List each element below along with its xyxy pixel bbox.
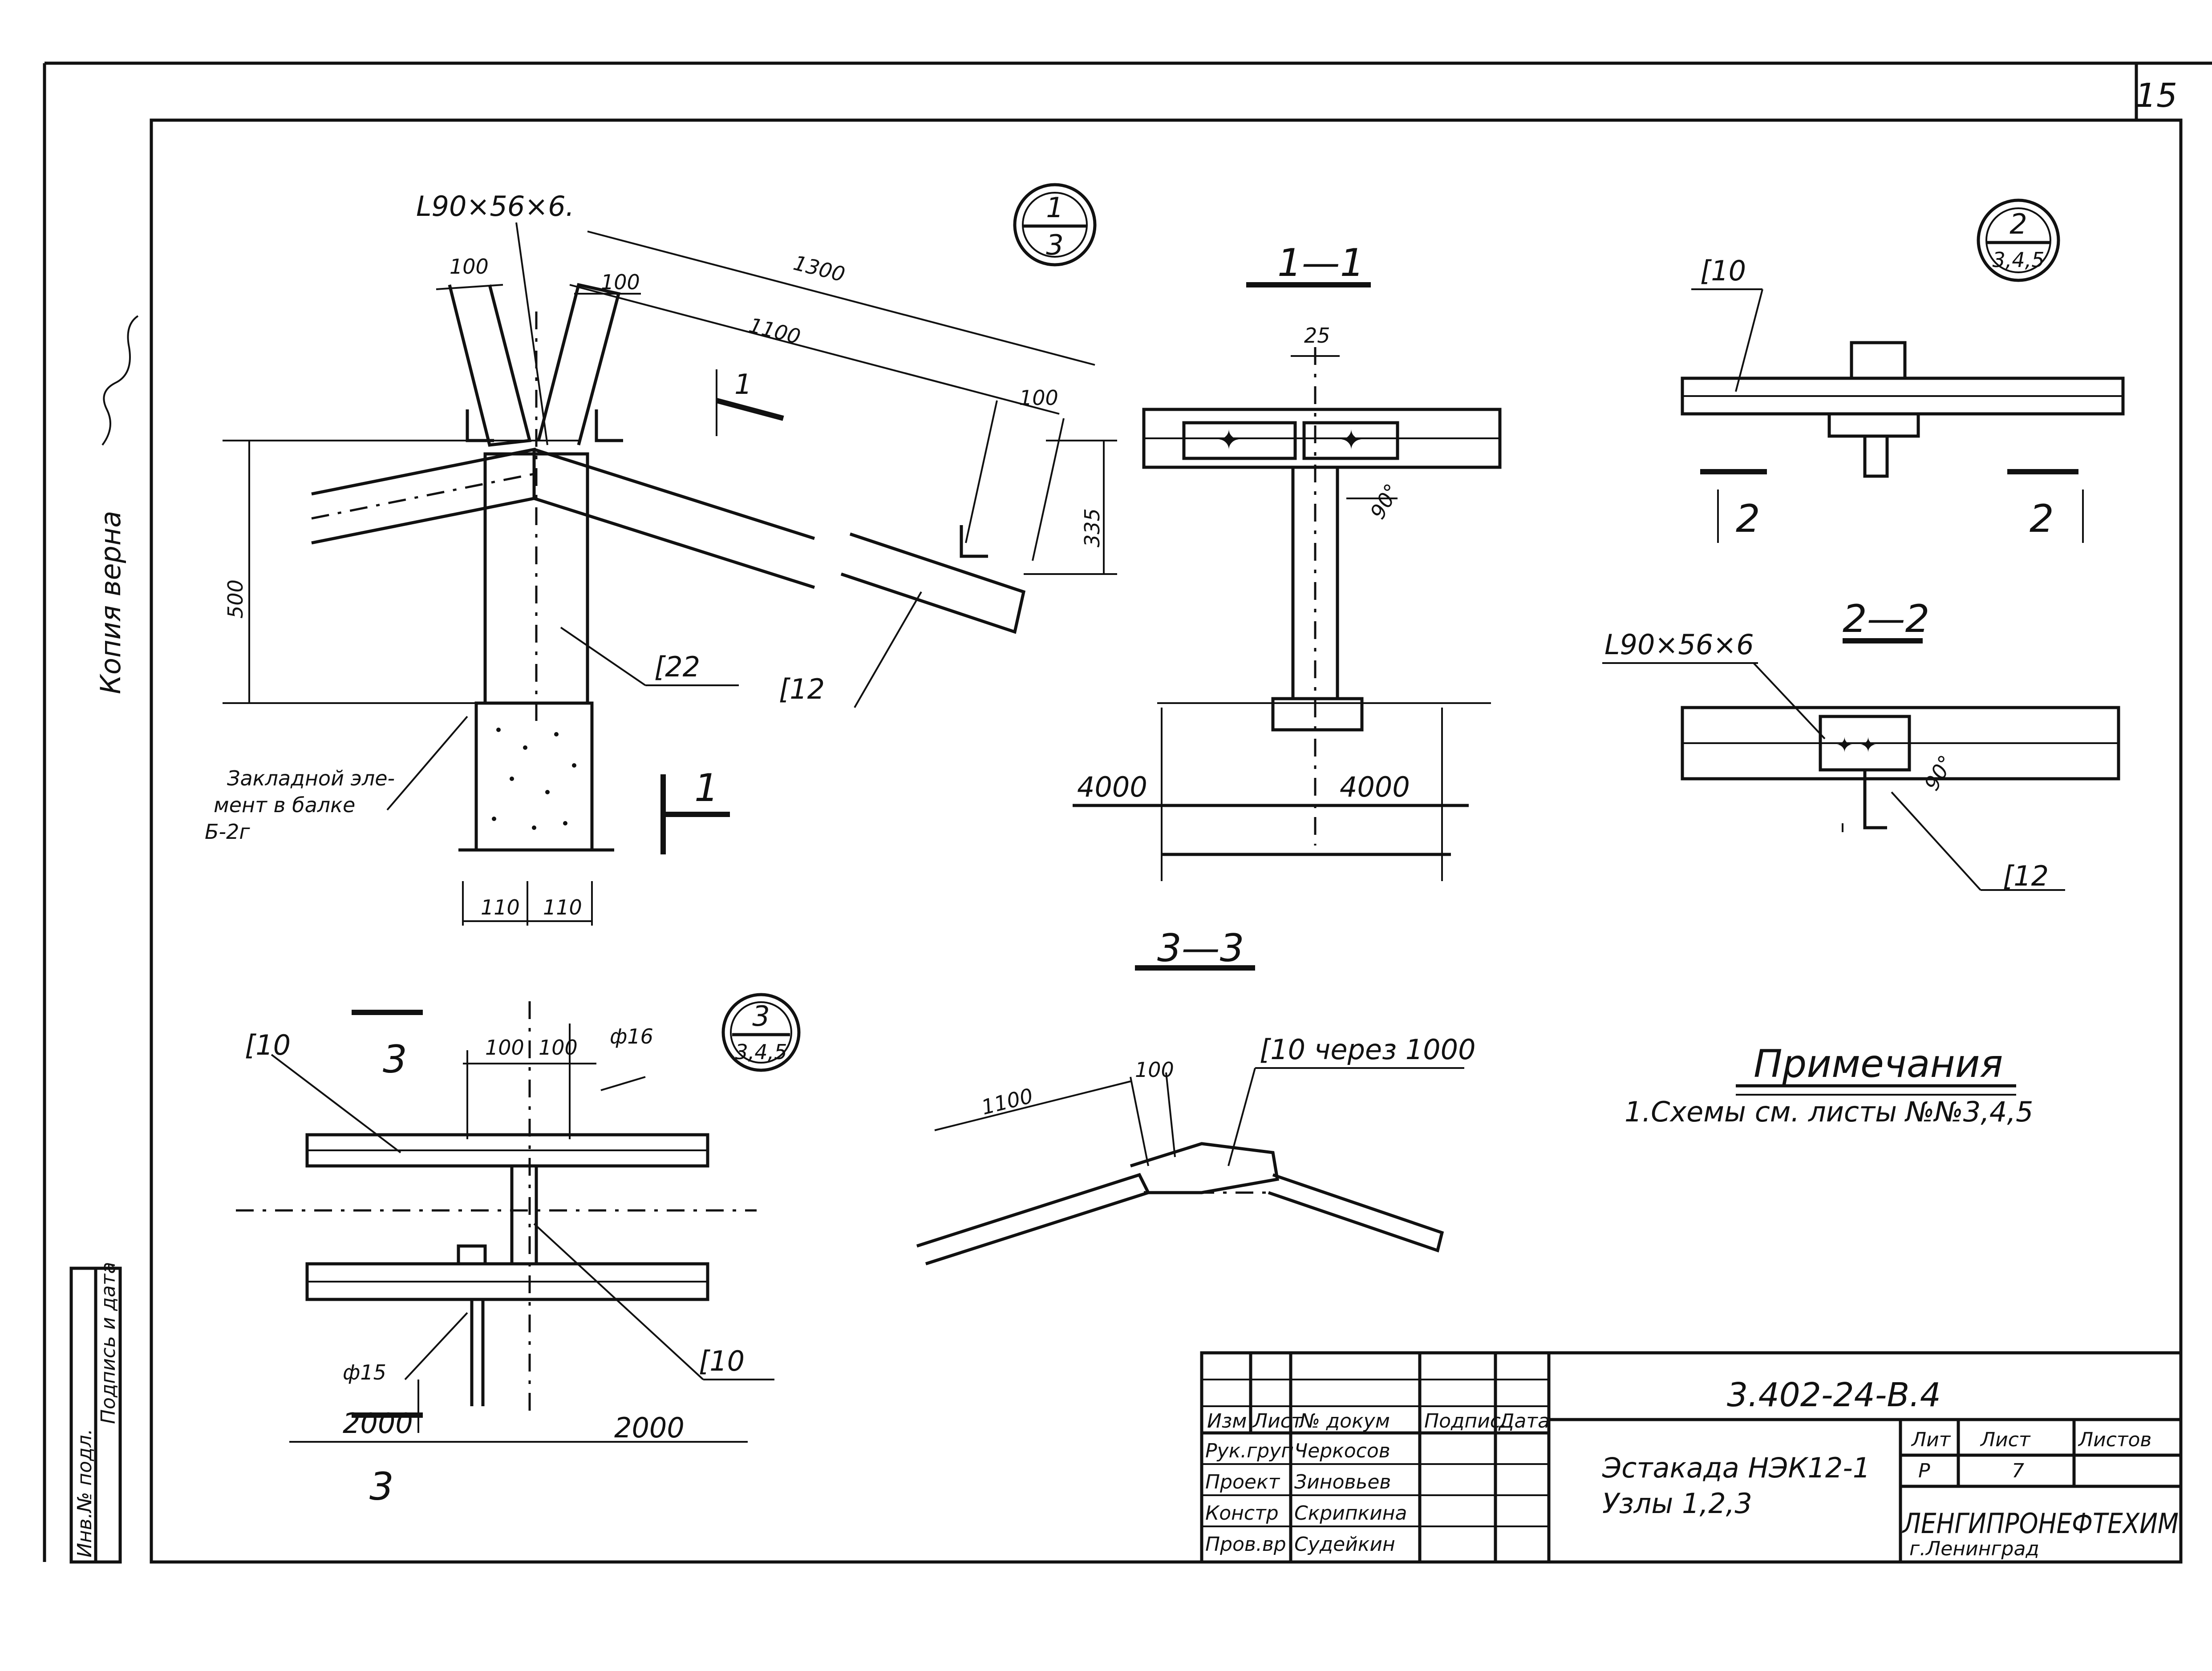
node-3-c10-bottom-label: [10	[699, 1345, 745, 1377]
stamp-org-line2: г.Ленинград	[1909, 1537, 2039, 1560]
node-3-ref-circle: 3 3,4,5	[721, 993, 801, 1072]
section-2-2-title: 2—2	[1843, 597, 1929, 641]
stamp-col-izm: Изм	[1207, 1410, 1247, 1432]
node-3-dim-2000-right: 2000	[614, 1412, 685, 1444]
side-stamp: Инв.№ подл. Подпись и дата	[69, 1262, 122, 1564]
node-1-angle-label: L90×56×6.	[416, 190, 574, 223]
node-1-c12-label: [12	[779, 673, 825, 705]
stamp-title-line2: Узлы 1,2,3	[1602, 1487, 1752, 1520]
node-3-cut-mark-lower: 3	[369, 1465, 394, 1509]
section-3-3-dim-1100: 1100	[979, 1084, 1036, 1120]
section-1-1-dim-4000-right: 4000	[1340, 771, 1410, 803]
section-3-3-title: 3—3	[1157, 926, 1244, 971]
section-3-3-c10-every: [10 через 1000	[1260, 1033, 1476, 1066]
notes-heading: Примечания	[1754, 1042, 2003, 1086]
node-1-ref-bottom: 3	[1046, 229, 1063, 261]
stamp-role-1: Рук.груп	[1205, 1440, 1294, 1462]
section-2-2-drawing: ✦ ✦	[1602, 638, 2120, 891]
section-1-1-angle: 90°	[1365, 480, 1405, 523]
node-3-ref-bottom: 3,4,5	[735, 1040, 787, 1064]
stamp-title-line1: Эстакада НЭК12-1	[1602, 1452, 1870, 1484]
node-3-dim-100-b: 100	[539, 1036, 578, 1060]
stamp-lists-label: Листов	[2078, 1428, 2151, 1451]
section-1-1-title: 1—1	[1277, 241, 1364, 285]
section-2-2-angle: 90°	[1920, 751, 1959, 795]
side-stamp-sign: Подпись и дата	[97, 1262, 120, 1424]
section-3-3-dim-100: 100	[1135, 1058, 1174, 1082]
section-2-2-c12-label: [12	[2003, 860, 2049, 892]
node-3-c10-top-label: [10	[245, 1029, 291, 1061]
node-1-dim-100-left: 100	[450, 255, 489, 279]
stamp-name-4: Судейкин	[1294, 1533, 1395, 1556]
stamp-list-label: Лист	[1980, 1428, 2031, 1451]
stamp-name-2: Зиновьев	[1294, 1471, 1391, 1493]
node-2-drawing: 2 3,4,5	[1681, 198, 2125, 543]
bolt-symbol: ✦	[1217, 424, 1240, 456]
node-3-dim-100-a: 100	[485, 1036, 524, 1060]
node-2-c10-label: [10	[1700, 255, 1746, 287]
node-3-drawing: 3 3,4,5	[236, 993, 801, 1443]
node-3-dim-2000-left: 2000	[343, 1407, 413, 1440]
node-1-ref-top: 1	[1046, 191, 1063, 224]
node-1-embed-line1: Закладной эле-	[227, 766, 395, 790]
notes-item-1: 1.Схемы см. листы №№3,4,5	[1625, 1096, 2034, 1128]
title-stamp	[1200, 1351, 2183, 1564]
concrete-hatch	[492, 728, 576, 830]
node-1-dim-1100: 1100	[746, 313, 803, 349]
section-1-1-dim-25: 25	[1304, 324, 1330, 348]
stamp-col-sign: Подпис.	[1424, 1410, 1507, 1432]
node-1-dim-110-b: 110	[543, 895, 582, 919]
node-1-dim-100-end: 100	[1019, 386, 1058, 410]
node-1-cut-mark-lower: 1	[694, 766, 719, 810]
stamp-col-doc: № докум	[1298, 1410, 1390, 1432]
node-1-drawing: 1 3	[223, 183, 1117, 926]
bolt-symbol: ✦ ✦	[1836, 733, 1877, 757]
node-1-embed-line3: Б-2г	[205, 820, 250, 844]
node-2-ref-bottom: 3,4,5	[1992, 248, 2044, 272]
stamp-col-date: Дата	[1498, 1410, 1550, 1432]
node-1-dim-100-right: 100	[601, 270, 640, 294]
stamp-name-3: Скрипкина	[1294, 1502, 1407, 1525]
stamp-lit-value: Р	[1918, 1460, 1930, 1482]
node-1-dim-335: 335	[1080, 508, 1104, 547]
node-2-cut-mark-right: 2	[2030, 497, 2054, 541]
node-1-embed-line2: мент в балке	[214, 793, 355, 817]
stamp-role-2: Проект	[1205, 1471, 1280, 1493]
sheet-frame: 15	[43, 61, 2212, 1564]
bolt-symbol: ✦	[1340, 424, 1363, 456]
section-3-3-drawing	[916, 965, 1464, 1266]
node-1-ref-circle: 1 3	[1013, 183, 1097, 267]
node-2-ref-circle: 2 3,4,5	[1977, 198, 2060, 282]
node-1-dim-1300: 1300	[791, 251, 847, 287]
node-3-phi15-label: ф15	[343, 1360, 386, 1384]
stamp-role-3: Констр	[1205, 1502, 1279, 1525]
node-2-cut-mark-left: 2	[1736, 497, 1760, 541]
section-1-1-drawing: ✦ ✦	[1073, 282, 1502, 881]
stamp-org-line1: ЛЕНГИПРОНЕФТЕХИМ	[1902, 1507, 2179, 1540]
section-2-2-angle-label: L90×56×6	[1604, 628, 1754, 661]
sheet-number: 15	[2135, 77, 2177, 115]
node-1-cut-mark-upper: 1	[734, 368, 752, 401]
copy-verified-note: Копия верна	[94, 511, 127, 694]
stamp-name-1: Черкосов	[1294, 1440, 1390, 1462]
stamp-role-4: Пров.вр	[1205, 1533, 1286, 1556]
node-1-dim-110-a: 110	[481, 895, 520, 919]
side-stamp-inv: Инв.№ подл.	[73, 1428, 96, 1558]
node-1-c22-label: [22	[654, 651, 700, 683]
node-1-dim-500: 500	[223, 579, 247, 619]
signature-mark	[101, 315, 139, 446]
section-1-1-dim-4000-left: 4000	[1077, 771, 1147, 803]
stamp-col-list: Лист	[1252, 1410, 1303, 1432]
stamp-list-value: 7	[2012, 1460, 2024, 1482]
stamp-lit-label: Лит	[1911, 1428, 1951, 1451]
node-3-cut-mark-upper: 3	[383, 1037, 407, 1082]
node-3-ref-top: 3	[752, 1000, 770, 1032]
node-3-phi16-label: ф16	[610, 1024, 653, 1048]
stamp-doc-code: 3.402-24-В.4	[1727, 1376, 1941, 1414]
node-2-ref-top: 2	[2009, 208, 2027, 240]
